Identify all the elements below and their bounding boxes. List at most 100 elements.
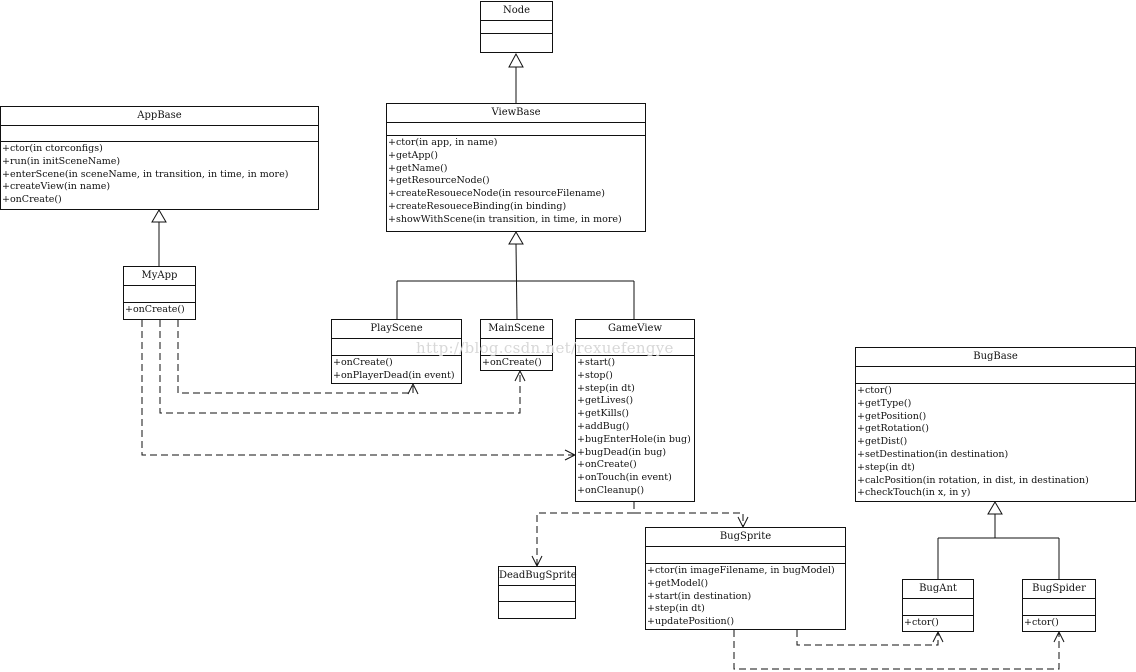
dependency-myapp-gameview (141, 320, 575, 455)
class-myapp: MyApp +onCreate() (123, 266, 196, 320)
operation: +start(in destination) (647, 590, 752, 602)
class-myapp-attributes (124, 286, 195, 303)
operation: +getRotation() (857, 423, 929, 435)
generalization-viewbase-node (508, 52, 524, 103)
class-gameview-operations: +start() +stop() +step(in dt) +getLives(… (576, 356, 694, 499)
operation: +getDist() (857, 436, 908, 448)
operation: +step(in dt) (577, 382, 635, 394)
class-bugbase: BugBase +ctor() +getType() +getPosition(… (855, 347, 1136, 502)
operation: +getLives() (577, 395, 634, 407)
operation: +onCreate() (482, 357, 542, 368)
operation: +calcPosition(in rotation, in dist, in d… (857, 474, 1089, 486)
class-bugsprite: BugSprite +ctor(in imageFilename, in bug… (645, 527, 846, 630)
class-bugant: BugAnt +ctor() (902, 579, 974, 632)
operation: +onCreate() (125, 304, 185, 315)
class-viewbase-operations: +ctor(in app, in name) +getApp() +getNam… (387, 136, 645, 228)
class-myapp-operations: +onCreate() (124, 303, 195, 318)
operation: +addBug() (577, 420, 630, 432)
operation: +checkTouch(in x, in y) (857, 487, 971, 499)
class-bugbase-name: BugBase (856, 348, 1135, 367)
operation: +onCreate() (577, 459, 637, 471)
operation: +ctor() (1024, 617, 1059, 628)
class-playscene-attributes (332, 339, 461, 356)
class-bugspider-operations: +ctor() (1023, 616, 1095, 631)
operation: +createResoueceNode(in resourceFilename) (388, 188, 605, 200)
operation: +bugDead(in bug) (577, 446, 667, 458)
operation: +step(in dt) (857, 461, 915, 473)
class-bugbase-operations: +ctor() +getType() +getPosition() +getRo… (856, 384, 1135, 501)
operation: +getName() (388, 162, 448, 174)
class-deadbugsprite-attributes (499, 586, 575, 602)
operation: +getPosition() (857, 410, 927, 422)
class-bugsprite-name: BugSprite (646, 528, 845, 547)
class-gameview-attributes (576, 339, 694, 356)
class-bugspider-name: BugSpider (1023, 580, 1095, 599)
dependency-myapp-playscene (177, 320, 413, 393)
dependency-gameview-deadbugsprite (537, 512, 634, 566)
class-gameview: GameView +start() +stop() +step(in dt) +… (575, 319, 695, 502)
operation: +showWithScene(in transition, in time, i… (388, 213, 622, 225)
generalization-myapp-appbase (151, 209, 167, 266)
class-appbase-name: AppBase (1, 107, 318, 126)
operation: +start() (577, 357, 616, 368)
operation: +ctor(in ctorconfigs) (2, 143, 103, 154)
operation: +stop() (577, 369, 613, 381)
operation: +bugEnterHole(in bug) (577, 433, 691, 445)
operation: +setDestination(in destination) (857, 448, 1009, 460)
class-bugbase-attributes (856, 367, 1135, 384)
operation: +ctor() (904, 617, 939, 628)
operation: +ctor(in app, in name) (388, 137, 498, 148)
class-appbase-attributes (1, 126, 318, 142)
class-node: Node (480, 1, 553, 53)
class-bugant-operations: +ctor() (903, 616, 973, 631)
class-bugspider-attributes (1023, 599, 1095, 616)
class-viewbase-attributes (387, 123, 645, 136)
class-appbase-operations: +ctor(in ctorconfigs) +run(in initSceneN… (1, 142, 318, 208)
operation: +ctor(in imageFilename, in bugModel) (647, 565, 835, 576)
operation: +run(in initSceneName) (2, 155, 121, 167)
class-playscene-operations: +onCreate() +onPlayerDead(in event) (332, 356, 461, 384)
dependency-bugsprite-bugspider (733, 630, 1059, 670)
operation: +onCreate() (333, 357, 393, 368)
dependency-myapp-mainscene (159, 320, 520, 414)
class-node-name: Node (481, 2, 552, 21)
operation: +updatePosition() (647, 616, 735, 628)
class-bugant-attributes (903, 599, 973, 616)
operation: +getModel() (647, 577, 709, 589)
generalization-scenes-viewbase (396, 231, 635, 320)
class-viewbase-name: ViewBase (387, 104, 645, 123)
watermark-text: http://blog.csdn.net/rexuefengye (416, 339, 674, 357)
class-bugant-name: BugAnt (903, 580, 973, 599)
operation: +onPlayerDead(in event) (333, 369, 455, 381)
class-bugsprite-operations: +ctor(in imageFilename, in bugModel) +ge… (646, 564, 845, 630)
operation: +createView(in name) (2, 181, 111, 193)
class-bugspider: BugSpider +ctor() (1022, 579, 1096, 632)
generalization-bugs-bugbase (937, 501, 1060, 579)
class-myapp-name: MyApp (124, 267, 195, 286)
class-mainscene: MainScene +onCreate() (480, 319, 553, 371)
operation: +onCreate() (2, 194, 62, 206)
class-node-attributes (481, 21, 552, 34)
class-appbase: AppBase +ctor(in ctorconfigs) +run(in in… (0, 106, 319, 210)
operation: +getApp() (388, 149, 438, 161)
operation: +onCleanup() (577, 484, 645, 496)
operation: +getResourceNode() (388, 175, 490, 187)
operation: +enterScene(in sceneName, in transition,… (2, 168, 289, 180)
class-mainscene-attributes (481, 339, 552, 356)
class-node-operations (481, 34, 552, 50)
class-gameview-name: GameView (576, 320, 694, 339)
class-viewbase: ViewBase +ctor(in app, in name) +getApp(… (386, 103, 646, 232)
operation: +getType() (857, 397, 912, 409)
dependency-gameview-bugsprite (633, 502, 743, 527)
class-mainscene-operations: +onCreate() (481, 356, 552, 371)
class-bugsprite-attributes (646, 547, 845, 564)
operation: +step(in dt) (647, 603, 705, 615)
operation: +ctor() (857, 385, 892, 396)
class-deadbugsprite: DeadBugSprite (498, 566, 577, 619)
class-mainscene-name: MainScene (481, 320, 552, 339)
dependency-bugsprite-bugant (796, 630, 938, 646)
operation: +createResoueceBinding(in binding) (388, 200, 567, 212)
operation: +getKills() (577, 408, 629, 420)
